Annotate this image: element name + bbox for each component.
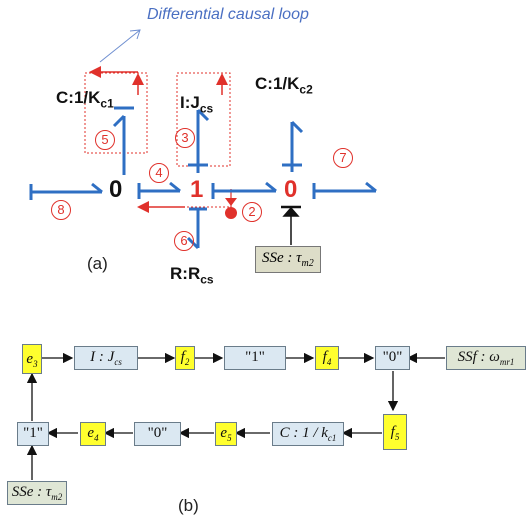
node-e4: e4 [80, 422, 106, 446]
node-f2: f2 [175, 346, 195, 370]
element-r-rcs: R:Rcs [170, 264, 214, 287]
node-e3: e3 [22, 344, 42, 374]
block-arrows [26, 352, 445, 480]
node-sse-b: SSe : τm2 [7, 481, 67, 505]
bond-graph-a-canvas [29, 29, 377, 250]
bond-number-5: 5 [95, 130, 115, 150]
red-detector-dot [225, 207, 237, 219]
bond-number-7: 7 [333, 148, 353, 168]
node-f5: f5 [383, 414, 407, 450]
node-zero-bottom: "0" [134, 422, 181, 446]
node-ssf: SSf : ωmr1 [446, 346, 526, 370]
node-i-jcs: I : Jcs [74, 346, 138, 370]
block-diagram-b-canvas [26, 352, 445, 480]
element-i-jcs: I:Jcs [180, 93, 214, 116]
bond-number-4: 4 [149, 163, 169, 183]
source-bond [281, 205, 301, 245]
title-pointer-arrow [99, 29, 141, 63]
junction-zero-left: 0 [109, 176, 123, 203]
caption-a: (a) [87, 254, 108, 273]
junction-one: 1 [190, 176, 204, 203]
red-detector-head [225, 198, 237, 206]
element-c1: C:1/Kc1 [56, 88, 114, 111]
node-one-left: "1" [17, 422, 49, 446]
diagram-title: Differential causal loop [147, 6, 309, 23]
bond-number-6: 6 [174, 231, 194, 251]
node-zero-top: "0" [375, 346, 410, 370]
node-c-kc1: C : 1 / kc1 [272, 422, 344, 446]
bond-number-8: 8 [51, 200, 71, 220]
bond-number-3: 3 [175, 128, 195, 148]
bond-number-2: 2 [242, 202, 262, 222]
source-sse-a: SSe : τm2 [255, 246, 321, 273]
blue-bonds [29, 106, 377, 250]
caption-b: (b) [178, 496, 199, 515]
node-one-top: "1" [224, 346, 286, 370]
node-f4: f4 [315, 346, 339, 370]
element-c2: C:1/Kc2 [255, 74, 313, 97]
c1-loop-box [84, 72, 148, 154]
junction-zero-right: 0 [284, 176, 298, 203]
node-e5: e5 [215, 422, 237, 446]
